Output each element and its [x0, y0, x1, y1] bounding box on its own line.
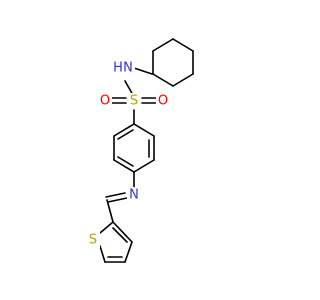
- bond-methine-thiophene: [106, 199, 114, 223]
- cyclohexyl-ring: [152, 38, 194, 87]
- hydrogen-label: H: [113, 61, 123, 76]
- bond: [107, 197, 128, 203]
- bond: [112, 221, 133, 243]
- bond: [124, 241, 133, 263]
- bond-nh-sulfur: [124, 80, 134, 96]
- bond: [117, 129, 134, 140]
- atom-nh: N H: [111, 60, 135, 76]
- nitrogen-label: N: [123, 61, 133, 76]
- atom-thiophene-sulfur: S: [86, 232, 100, 248]
- sulfur-label: S: [130, 94, 138, 109]
- molecule-structure: N H S O O N S: [86, 38, 194, 263]
- bond: [133, 123, 155, 137]
- bond: [99, 245, 106, 263]
- atom-oxygen-left: O: [98, 93, 112, 109]
- bond: [117, 156, 134, 167]
- bond: [172, 73, 194, 87]
- atom-imine-nitrogen: N: [127, 187, 141, 203]
- bond: [113, 159, 135, 173]
- bond: [172, 38, 194, 52]
- bond: [113, 123, 135, 137]
- bond: [152, 38, 174, 52]
- thiophene-ring: [99, 221, 133, 263]
- atom-oxygen-right: O: [156, 93, 170, 109]
- sulfur-label: S: [89, 233, 97, 248]
- benzene-ring: [113, 123, 155, 173]
- atom-sulfonyl-sulfur: S: [127, 93, 141, 109]
- oxygen-label: O: [100, 94, 110, 109]
- sulfonyl-oxygen-bonds: [111, 97, 157, 104]
- imine-double-bond: [105, 192, 128, 203]
- oxygen-label: O: [158, 94, 168, 109]
- bond: [152, 73, 174, 87]
- bond-nh-cyclohexyl: [133, 67, 153, 75]
- bond: [112, 227, 128, 243]
- bond: [105, 192, 126, 198]
- bond: [99, 221, 114, 234]
- nitrogen-label: N: [129, 188, 139, 203]
- bond: [133, 159, 155, 173]
